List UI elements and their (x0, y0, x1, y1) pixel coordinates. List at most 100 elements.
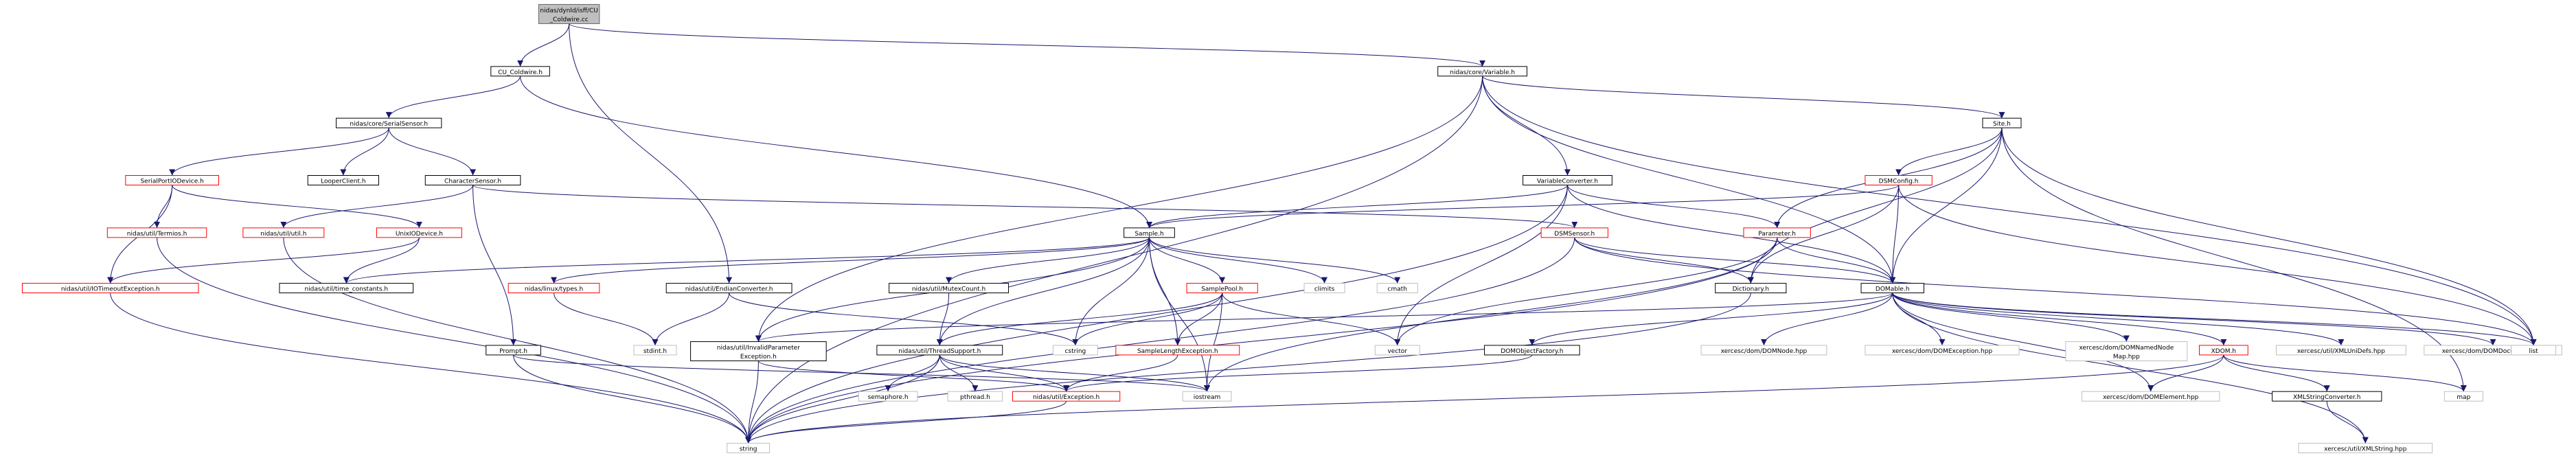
node-dsmconfig[interactable]: DSMConfig.h (1865, 175, 1933, 185)
edge-iotimeout-to-string (110, 293, 752, 444)
edge-invalidparam-to-string (745, 360, 759, 444)
node-domobjectfactory[interactable]: DOMObjectFactory.h (1484, 345, 1580, 356)
node-pthread[interactable]: pthread.h (947, 391, 1003, 402)
node-box (1743, 227, 1811, 238)
edge-dsmconfig-to-sample (1146, 185, 1900, 229)
edge-dsmsensor-to-list (1574, 237, 2537, 345)
node-label: semaphore.h (868, 394, 909, 401)
edge-cu_coldwire-to-sample (520, 76, 1152, 228)
node-label: Map.hpp (2113, 354, 2140, 360)
edge-termios-to-string (157, 237, 752, 444)
node-parameter[interactable]: Parameter.h (1743, 227, 1811, 238)
edge-domable-to-domexception (1892, 293, 1946, 345)
node-xmlstringconverter[interactable]: XMLStringConverter.h (2272, 391, 2382, 402)
node-box (376, 227, 462, 238)
node-cstring[interactable]: cstring (1052, 345, 1098, 356)
node-box (106, 227, 207, 238)
node-iotimeout[interactable]: nidas/util/IOTimeoutException.h (21, 283, 199, 294)
edge-domable-to-xmlunidefs (1892, 293, 2345, 346)
edge-samplepool-to-threadsupport (936, 293, 1223, 346)
node-box (1012, 391, 1121, 402)
edge-variableconverter-to-vector (1394, 185, 1568, 345)
node-label: nidas/util/MutexCount.h (912, 286, 985, 293)
node-samplelength[interactable]: SampleLengthException.h (1115, 345, 1240, 356)
edge-dsmconfig-to-domable (1889, 185, 1900, 284)
node-xdom[interactable]: XDOM.h (2199, 345, 2248, 356)
edge-serialsensor-to-serialportio (169, 128, 389, 176)
dependency-nodes: nidas/dynld/isff/CU_Coldwire.ccCU_Coldwi… (21, 3, 2562, 453)
node-label: xercesc/dom/DOMElement.hpp (2103, 394, 2199, 401)
node-timeconst[interactable]: nidas/util/time_constants.h (279, 283, 414, 294)
edge-variableconverter-to-sample (1146, 185, 1568, 229)
node-label: string (740, 446, 757, 453)
edge-charactersensor-to-utilh (280, 185, 474, 229)
edge-sample-to-samplelength (1149, 237, 1181, 345)
node-box (486, 345, 541, 356)
node-xmlstring[interactable]: xercesc/util/XMLString.hpp (2298, 442, 2433, 453)
node-site[interactable]: Site.h (1982, 117, 2022, 128)
node-threadsupport[interactable]: nidas/util/ThreadSupport.h (876, 345, 1003, 356)
node-label: xercesc/dom/DOMException.hpp (1892, 348, 1993, 355)
edge-sample-to-iostream (1149, 237, 1211, 392)
node-utilh[interactable]: nidas/util/util.h (242, 227, 325, 238)
node-box (1865, 175, 1933, 185)
node-cmath[interactable]: cmath (1376, 283, 1418, 294)
node-label: nidas/util/Exception.h (1033, 394, 1099, 401)
node-serialportio[interactable]: SerialPortIODevice.h (125, 175, 219, 185)
node-variable[interactable]: nidas/core/Variable.h (1437, 66, 1527, 77)
node-map[interactable]: map (2443, 391, 2483, 402)
node-box (876, 345, 1003, 356)
node-semaphore[interactable]: semaphore.h (858, 391, 918, 402)
node-domelement[interactable]: xercesc/dom/DOMElement.hpp (2081, 391, 2220, 402)
node-domnode[interactable]: xercesc/dom/DOMNode.hpp (1700, 345, 1827, 356)
node-box (1124, 227, 1175, 238)
node-root[interactable]: nidas/dynld/isff/CU_Coldwire.cc (538, 3, 600, 24)
node-iostream[interactable]: iostream (1182, 391, 1232, 402)
node-box (1052, 345, 1098, 356)
node-xmlunidefs[interactable]: xercesc/util/XMLUniDefs.hpp (2276, 345, 2406, 356)
node-vector[interactable]: vector (1374, 345, 1420, 356)
node-label: DOMable.h (1876, 286, 1910, 293)
node-domexception[interactable]: xercesc/dom/DOMException.hpp (1865, 345, 2020, 356)
node-label: climits (1314, 286, 1335, 293)
node-termios[interactable]: nidas/util/Termios.h (106, 227, 207, 238)
node-label: XDOM.h (2211, 348, 2237, 355)
node-serialsensor[interactable]: nidas/core/SerialSensor.h (336, 117, 442, 128)
node-variableconverter[interactable]: VariableConverter.h (1523, 175, 1612, 185)
node-domable[interactable]: DOMable.h (1860, 283, 1924, 294)
node-label: nidas/util/time_constants.h (304, 286, 388, 293)
node-string[interactable]: string (727, 442, 771, 453)
node-cu_coldwire[interactable]: CU_Coldwire.h (490, 66, 550, 77)
node-sample[interactable]: Sample.h (1124, 227, 1175, 238)
node-stdint[interactable]: stdint.h (633, 345, 677, 356)
node-mutexcount[interactable]: nidas/util/MutexCount.h (889, 283, 1010, 294)
node-samplepool[interactable]: SamplePool.h (1186, 283, 1258, 294)
node-exception[interactable]: nidas/util/Exception.h (1012, 391, 1121, 402)
node-unixio[interactable]: UnixIODevice.h (376, 227, 462, 238)
edge-site-to-list (2001, 128, 2537, 345)
node-label: cmath (1388, 286, 1407, 293)
node-list[interactable]: list (2511, 345, 2557, 356)
edge-site-to-map (2001, 128, 2467, 392)
node-linuxtypes[interactable]: nidas/linux/types.h (508, 283, 600, 294)
node-charactersensor[interactable]: CharacterSensor.h (424, 175, 521, 185)
node-dictionary[interactable]: Dictionary.h (1715, 283, 1787, 294)
edge-variable-to-site (1482, 76, 2005, 119)
node-prompt[interactable]: Prompt.h (486, 345, 541, 356)
node-box (1865, 345, 2020, 356)
node-dsmsensor[interactable]: DSMSensor.h (1540, 227, 1608, 238)
node-label: nidas/util/Termios.h (127, 231, 187, 238)
node-box (1374, 345, 1420, 356)
node-endian[interactable]: nidas/util/EndianConverter.h (665, 283, 793, 294)
node-box (1982, 117, 2022, 128)
edge-root-to-variable (569, 23, 1485, 67)
node-climits[interactable]: climits (1303, 283, 1345, 294)
node-looperclient[interactable]: LooperClient.h (307, 175, 379, 185)
dependency-edges (107, 23, 2537, 444)
edge-threadsupport-to-pthread (939, 354, 979, 392)
edge-samplepool-to-samplelength (1174, 293, 1223, 345)
edge-unixio-to-timeconst (343, 237, 420, 284)
node-box (279, 283, 414, 294)
